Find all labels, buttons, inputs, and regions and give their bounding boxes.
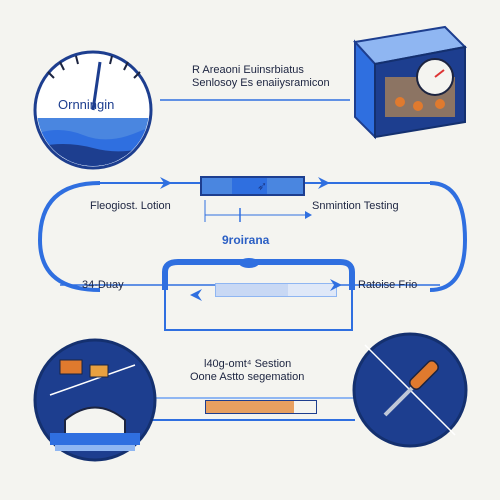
- server-box-icon: [353, 25, 468, 140]
- row1-progress-bar: ➶: [200, 176, 305, 196]
- bottom-right-tool-badge: [350, 330, 470, 450]
- bottom-progress-bar: [205, 400, 317, 414]
- screwdriver-icon: [352, 332, 468, 448]
- row2-arrow-left-icon[interactable]: [188, 289, 202, 301]
- row2-arrow-right-icon[interactable]: [330, 279, 344, 291]
- center-title: 9roirana: [222, 233, 270, 247]
- bottom-caption-line2: Oone Astto segemation: [190, 371, 305, 383]
- gauge-label: Ornningin: [58, 97, 115, 112]
- row2-slider-track[interactable]: [215, 283, 337, 297]
- tools-illustration: [33, 338, 157, 462]
- row2-right-label: Ratoise Frio: [358, 279, 418, 291]
- row2-left-label: 34-Duay: [82, 279, 124, 291]
- row2-slider-fill: [216, 284, 288, 296]
- play-arrow-icon[interactable]: [160, 177, 174, 189]
- play-arrow-icon-right[interactable]: [318, 177, 332, 189]
- bottom-caption-line1: l40g-omt⁴ Sestion: [204, 358, 292, 370]
- bottom-progress-fill: [206, 401, 294, 413]
- runner-icon: ➶: [257, 179, 268, 193]
- row1-progress-highlight: [232, 178, 267, 194]
- row1-left-label: Fleogiost. Lotion: [90, 200, 171, 212]
- top-left-gauge-badge: Ornningin: [28, 40, 158, 170]
- row1-right-label: Snmintion Testing: [312, 200, 399, 212]
- eye-dot-icon: [239, 258, 259, 268]
- top-caption-line2: Senlosoy Es enaiiysramicon: [192, 77, 330, 89]
- server-box-illustration: [340, 22, 470, 147]
- top-caption-line1: R Areaoni Euinsrbiatus: [192, 64, 304, 76]
- bottom-left-tools-badge: [30, 335, 160, 465]
- gauge-icon: [33, 50, 153, 170]
